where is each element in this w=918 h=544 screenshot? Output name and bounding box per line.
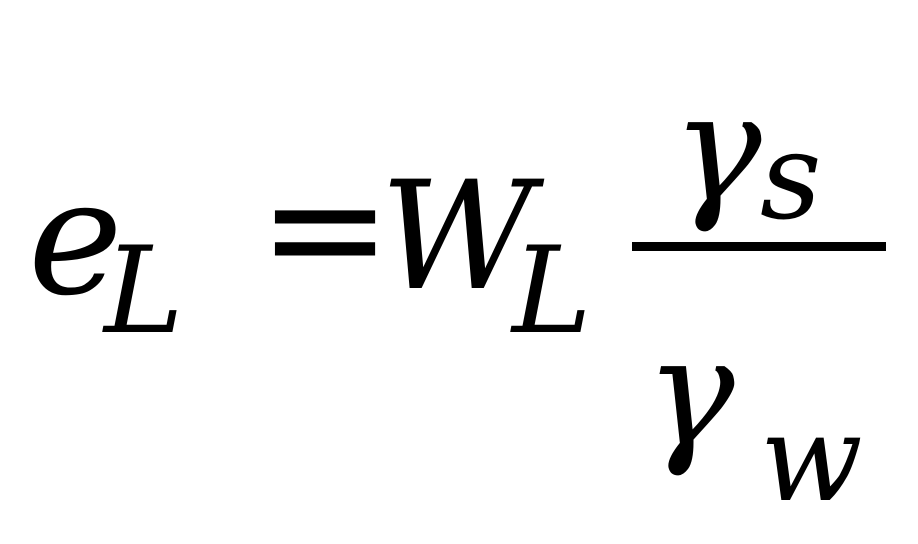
denominator-subscript: w [760, 390, 863, 529]
coefficient-subscript: L [512, 222, 592, 361]
numerator-symbol: γ [672, 62, 762, 236]
coefficient-symbol: W [380, 150, 535, 324]
lhs-symbol: e [28, 144, 123, 331]
lhs-subscript: L [104, 222, 184, 361]
numerator-subscript: s [760, 108, 822, 247]
fraction-bar [632, 242, 886, 251]
denominator-symbol: γ [645, 306, 735, 480]
equals-sign: = [258, 134, 393, 321]
